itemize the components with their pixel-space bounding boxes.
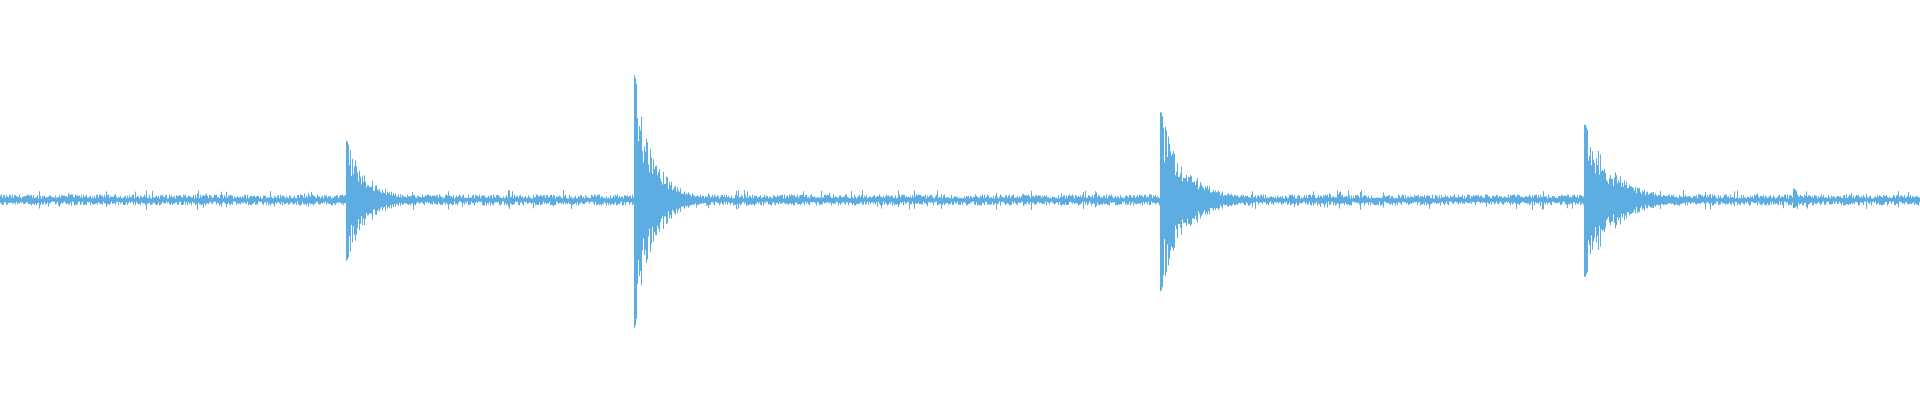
waveform-trace [0,75,1920,328]
waveform-samples [0,75,1920,328]
